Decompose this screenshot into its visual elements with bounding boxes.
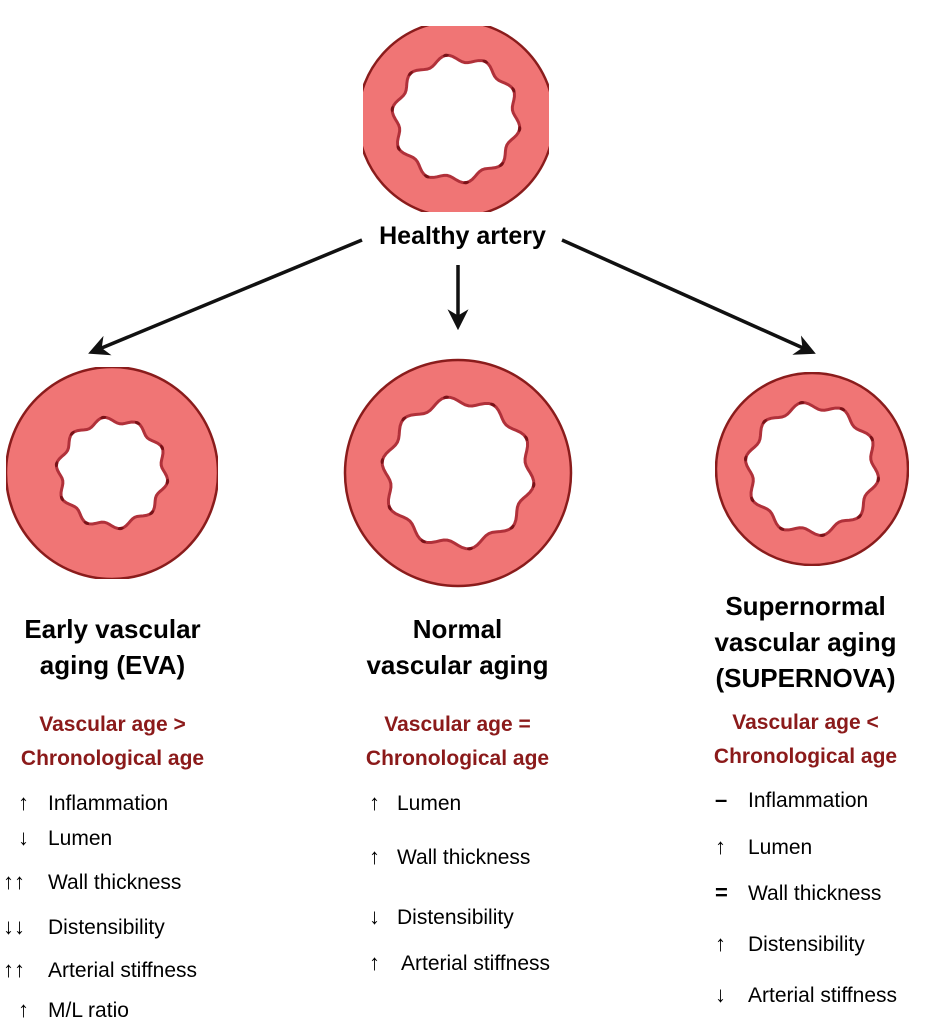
supernova-indicator: –Inflammation (715, 787, 868, 813)
supernova-title: Supernormal vascular aging (SUPERNOVA) (686, 588, 925, 696)
supernova-vascular-age-line: Chronological age (713, 745, 898, 768)
normal-vascular-age: Vascular age = Chronological age (330, 708, 585, 776)
normal-title: Normal vascular aging (330, 611, 585, 683)
indicator-label: Distensibility (748, 933, 865, 956)
normal-indicator: ↑ Arterial stiffness (369, 950, 550, 976)
supernova-indicator: = Wall thickness (715, 880, 881, 906)
indicator-label: Inflammation (48, 792, 169, 815)
eva-indicator: ↓ Lumen (18, 825, 112, 851)
trend-arrow-icon: ↑ (715, 931, 726, 956)
equal-icon: = (715, 880, 728, 905)
indicator-label: Wall thickness (48, 871, 182, 894)
eva-indicator: ↑ Inflammation (18, 790, 168, 816)
eva-title: Early vascular aging (EVA) (0, 611, 225, 683)
supernova-title-line: vascular aging (714, 627, 897, 657)
trend-arrow-icon: ↓ (369, 904, 380, 929)
indicator-label: Lumen (397, 792, 462, 815)
normal-title-line: vascular aging (366, 650, 549, 680)
eva-title-line: Early vascular (24, 614, 201, 644)
eva-indicator: ↓↓ Distensibility (3, 914, 165, 940)
indicator-label: Distensibility (48, 916, 165, 939)
trend-arrow-icon: ↑ (369, 844, 380, 869)
supernova-indicator: ↑ Lumen (715, 834, 812, 860)
indicator-label: Lumen (48, 827, 113, 850)
normal-vascular-age-line: Vascular age = (384, 713, 531, 736)
indicator-label: Wall thickness (748, 882, 882, 905)
eva-indicator: ↑↑ Arterial stiffness (3, 957, 197, 983)
trend-arrow-icon: ↑↑ (3, 869, 25, 894)
eva-vascular-age-line: Vascular age > (39, 713, 186, 736)
trend-arrow-icon: ↑↑ (3, 957, 25, 982)
eva-artery-icon (6, 367, 218, 579)
eva-title-line: aging (EVA) (39, 650, 186, 680)
no-change-icon: – (715, 787, 728, 812)
arrow-to-eva (88, 238, 363, 356)
supernova-indicator: ↓ Arterial stiffness (715, 982, 897, 1008)
trend-arrow-icon: ↑ (18, 997, 29, 1022)
supernova-artery-icon (715, 372, 909, 566)
indicator-label: Wall thickness (397, 846, 531, 869)
supernova-vascular-age-line: Vascular age < (732, 711, 879, 734)
trend-arrow-icon: ↑ (369, 950, 380, 975)
healthy-artery-icon (363, 26, 549, 212)
healthy-artery-label: Healthy artery (379, 222, 546, 250)
indicator-label: Inflammation (748, 789, 869, 812)
indicator-label: Lumen (748, 836, 813, 859)
normal-artery-icon (343, 358, 573, 588)
trend-arrow-icon: ↑ (18, 790, 29, 815)
indicator-label: Arterial stiffness (48, 959, 197, 982)
eva-vascular-age: Vascular age > Chronological age (0, 708, 225, 776)
indicator-label: M/L ratio (48, 999, 129, 1022)
supernova-title-line: Supernormal (725, 591, 886, 621)
trend-arrow-icon: ↓ (18, 825, 29, 850)
eva-indicator: ↑↑ Wall thickness (3, 869, 181, 895)
trend-arrow-icon: ↓ (715, 982, 726, 1007)
normal-vascular-age-line: Chronological age (365, 747, 550, 770)
trend-arrow-icon: ↓↓ (3, 914, 25, 939)
eva-indicator: ↑ M/L ratio (18, 997, 129, 1023)
indicator-label: Arterial stiffness (748, 984, 897, 1007)
supernova-title-line: (SUPERNOVA) (715, 663, 896, 693)
normal-indicator: ↑ Lumen (369, 790, 461, 816)
normal-title-line: Normal (412, 614, 503, 644)
normal-indicator: ↓ Distensibility (369, 904, 514, 930)
normal-indicator: ↑ Wall thickness (369, 844, 530, 870)
supernova-indicator: ↑ Distensibility (715, 931, 865, 957)
trend-arrow-icon: ↑ (715, 834, 726, 859)
arrow-to-supernova (561, 238, 816, 355)
supernova-vascular-age: Vascular age < Chronological age (686, 706, 925, 774)
indicator-label: Distensibility (397, 906, 514, 929)
eva-vascular-age-line: Chronological age (20, 747, 205, 770)
indicator-label: Arterial stiffness (401, 952, 550, 975)
trend-arrow-icon: ↑ (369, 790, 380, 815)
